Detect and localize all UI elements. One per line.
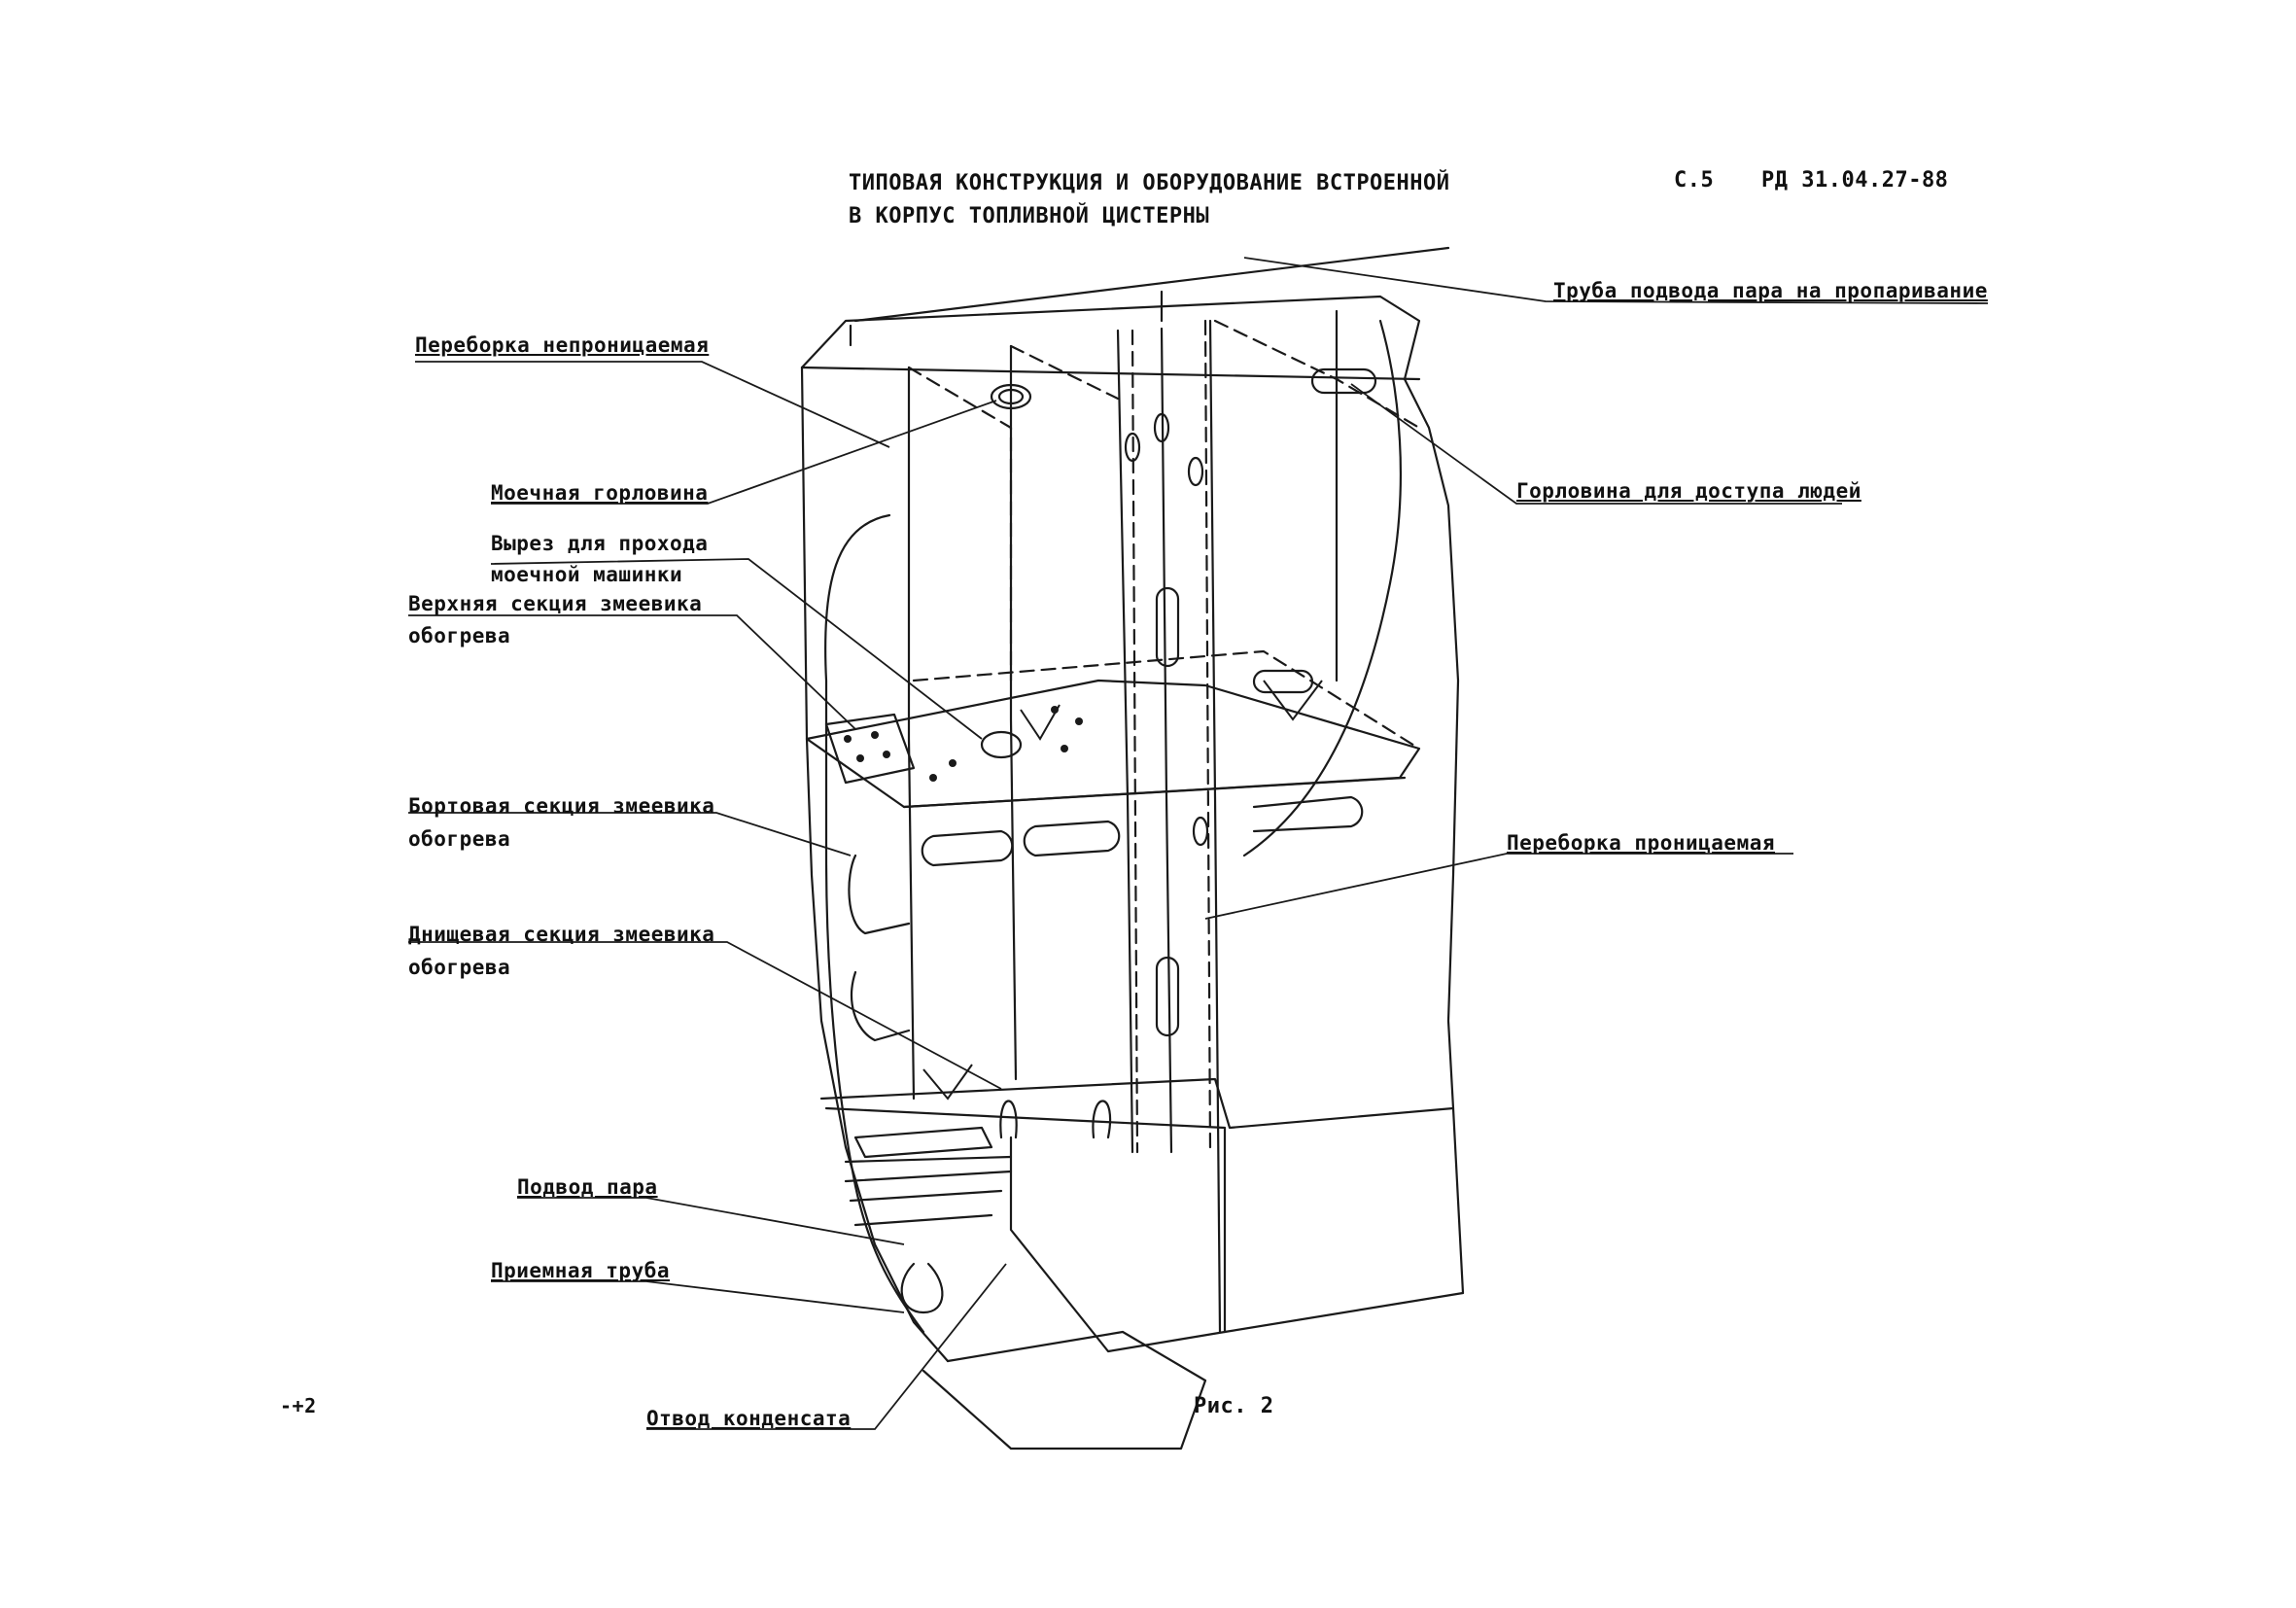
middle-deck-front [902, 776, 1407, 809]
side-coil-3 [1023, 820, 1121, 857]
leader-steam-pipe [1243, 257, 1989, 304]
washing-hatch-shape [990, 383, 1032, 410]
leader-manhole [1350, 383, 1842, 505]
label-condensate-drain: Отвод конденсата [646, 1407, 852, 1430]
label-bulkhead-permeable: Переборка проницаемая [1507, 831, 1776, 855]
leader-bulkhead-permeable [1204, 853, 1793, 920]
bottom-coil-2 [1092, 1100, 1112, 1139]
perforation [1075, 717, 1083, 725]
hidden-line-6 [912, 649, 1421, 751]
hidden-line-3 [1213, 319, 1421, 430]
bulkhead-hole-4 [1192, 816, 1209, 847]
label-steam-pipe: Труба подвода пара на пропаривание [1553, 279, 1988, 302]
leader-condensate [646, 1263, 1007, 1430]
leader-bottom-section [408, 941, 1002, 1090]
bottom-coil-1 [999, 1100, 1018, 1139]
frame-5 [1208, 319, 1222, 1334]
side-coil-2 [921, 829, 1014, 867]
washing-hatch-inner [997, 388, 1025, 405]
side-coil-1 [848, 854, 911, 935]
keel [922, 1330, 1207, 1451]
middle-deck [805, 679, 1421, 809]
perforation [844, 735, 852, 743]
perforation [929, 774, 937, 782]
deck-top-rail [849, 246, 1450, 347]
bottom-coil-3 [853, 1126, 993, 1159]
figure-caption: Рис. 2 [1194, 1394, 1274, 1418]
perforation [1061, 745, 1068, 752]
intake-pipe-shape [900, 1262, 944, 1314]
bulkhead-slot-2 [1155, 956, 1180, 1037]
perforation [883, 751, 890, 758]
upper-hatch-shape [1252, 669, 1314, 694]
label-manhole: Горловина для доступа людей [1516, 479, 1861, 503]
leader-bulkhead-watertight [415, 361, 890, 448]
label-side-section-line-2: обогрева [408, 827, 511, 851]
side-coil-5 [851, 970, 911, 1042]
inner-hull-right [1242, 319, 1402, 857]
label-cutout-line-1: Вырез для прохода [491, 532, 709, 555]
detail-weld-2 [1263, 680, 1323, 721]
perforation [856, 754, 864, 762]
leader-washing-hatch [491, 400, 997, 505]
label-cutout-line-2: моечной машинки [491, 563, 683, 586]
manhole-shape [1310, 367, 1377, 395]
bottom-front [824, 1106, 1227, 1334]
label-steam-supply: Подвод пара [517, 1175, 658, 1199]
label-bottom-section-line-1: Днищевая секция змеевика [408, 923, 715, 946]
bottom-box [1009, 1136, 1227, 1353]
leader-cutout [490, 558, 983, 740]
frame-2 [1009, 344, 1018, 1081]
label-side-section-line-1: Бортовая секция змеевика [408, 794, 715, 818]
label-bottom-section-line-2: обогрева [408, 956, 511, 979]
bulkhead-hole-2 [1187, 456, 1204, 487]
inner-hull-curve [824, 513, 925, 1334]
frame-1 [907, 366, 916, 1101]
hidden-line-5 [1203, 319, 1212, 1154]
perforated-plate [824, 713, 916, 785]
document-number: РД 31.04.27-88 [1761, 168, 1949, 192]
bulkhead-slot-1 [1155, 586, 1180, 668]
label-bulkhead-watertight: Переборка непроницаемая [415, 333, 710, 357]
perforation [871, 731, 879, 739]
right-shell [1403, 377, 1465, 1295]
title-line-1: ТИПОВАЯ КОНСТРУКЦИЯ И ОБОРУДОВАНИЕ ВСТРО… [849, 171, 1450, 195]
label-upper-section-line-2: обогрева [408, 624, 511, 647]
steam-pipes [844, 1155, 1013, 1227]
leader-upper-section [408, 614, 856, 730]
bulkhead-hole-1 [1124, 432, 1141, 463]
leader-steam-supply [517, 1197, 905, 1245]
frame-3 [1116, 329, 1134, 1154]
label-washing-hatch: Моечная горловина [491, 481, 709, 505]
hidden-line-1 [907, 366, 1013, 682]
bottom-deck [819, 1077, 1455, 1130]
label-upper-section-line-1: Верхняя секция змеевика [408, 592, 703, 615]
left-shell [800, 366, 950, 1363]
drawing-title: ТИПОВАЯ КОНСТРУКЦИЯ И ОБОРУДОВАНИЕ ВСТРО… [849, 167, 1451, 233]
side-coil-4 [1252, 795, 1364, 833]
detail-weld-1 [1020, 704, 1061, 741]
leader-side-section [408, 812, 852, 856]
deck-front-edge [800, 366, 1421, 381]
label-intake-pipe: Приемная труба [491, 1259, 671, 1282]
bulkhead-hole-3 [1153, 412, 1170, 443]
page-mark: -+2 [280, 1394, 317, 1417]
hidden-line-4 [1131, 329, 1139, 1154]
leader-intake-pipe [491, 1280, 905, 1313]
detail-weld-3 [922, 1064, 973, 1101]
bottom-floor [1223, 1291, 1465, 1334]
hidden-line-2 [1009, 344, 1120, 401]
cutout-shape [980, 730, 1023, 759]
title-line-2: В КОРПУС ТОПЛИВНОЙ ЦИСТЕРНЫ [849, 204, 1210, 229]
deck-outline [800, 295, 1421, 381]
sheet-number: С.5 [1674, 168, 1715, 192]
perforation [949, 759, 957, 767]
frame-4 [1160, 327, 1173, 1154]
